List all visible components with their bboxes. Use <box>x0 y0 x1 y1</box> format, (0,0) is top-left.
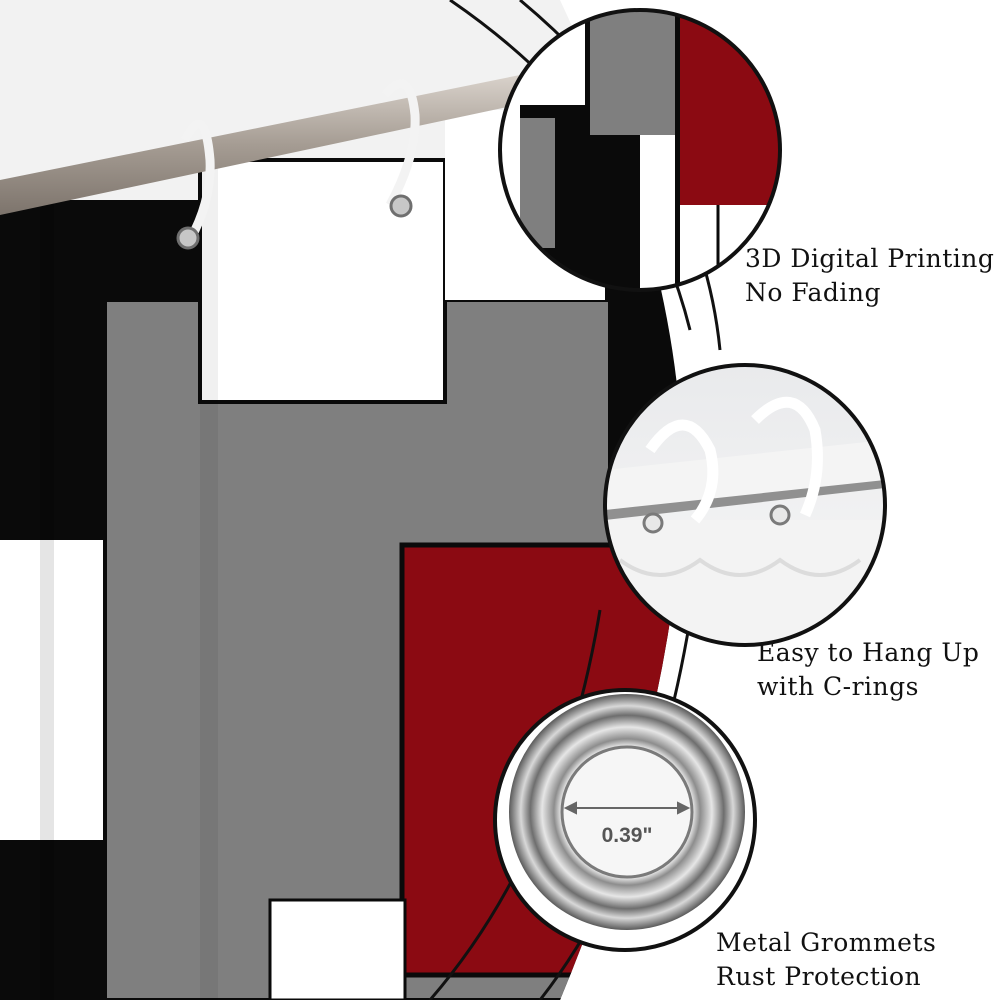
c-rings-detail-circle <box>603 363 887 647</box>
feature-caption-c-rings: Easy to Hang Up with C-rings <box>757 636 979 704</box>
feature-line: with C-rings <box>757 672 919 701</box>
feature-line: 3D Digital Printing <box>745 244 995 273</box>
feature-line: Rust Protection <box>716 962 922 991</box>
feature-line: Metal Grommets <box>716 928 937 957</box>
feature-caption-printing: 3D Digital Printing No Fading <box>745 242 994 310</box>
printing-detail-circle <box>498 8 782 292</box>
feature-line: No Fading <box>745 278 882 307</box>
measurement-arrow <box>563 801 691 815</box>
feature-line: Easy to Hang Up <box>757 638 980 667</box>
grommet-detail-circle: 0.39" <box>493 688 757 952</box>
feature-caption-grommets: Metal Grommets Rust Protection <box>716 926 936 994</box>
grommet-measurement-label: 0.39" <box>602 824 653 847</box>
